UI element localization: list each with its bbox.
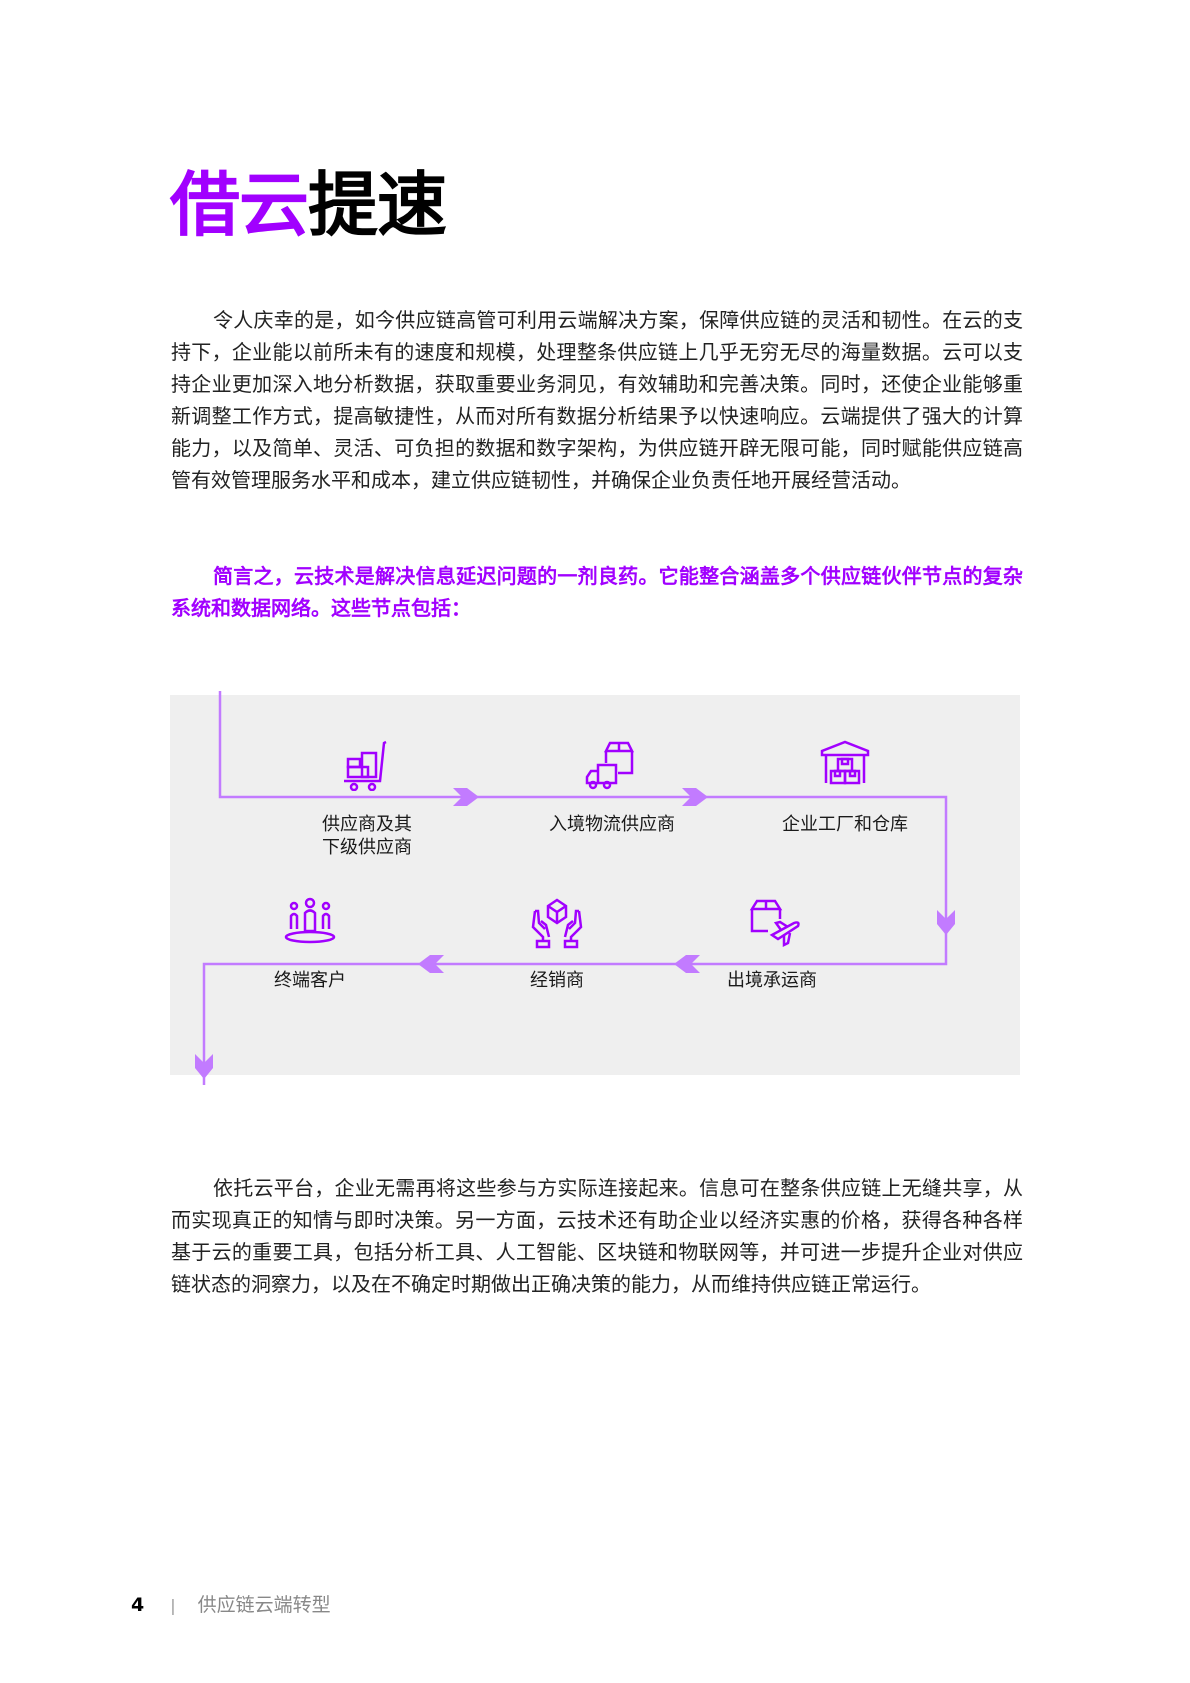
document-title: 供应链云端转型 xyxy=(197,1594,331,1616)
node-label-line: 下级供应商 xyxy=(322,837,412,858)
node-label-line: 供应商及其 xyxy=(322,814,412,835)
page-footer: 4 | 供应链云端转型 xyxy=(131,1592,331,1619)
hands-box-icon xyxy=(531,898,583,949)
node-label-suppliers: 供应商及其 下级供应商 xyxy=(322,813,412,859)
people-icon xyxy=(284,897,336,944)
node-label-line: 出境承运商 xyxy=(727,970,817,991)
cart-icon xyxy=(344,740,387,791)
node-label-line: 经销商 xyxy=(530,970,584,991)
warehouse-icon xyxy=(820,740,870,785)
node-label-outbound-carrier: 出境承运商 xyxy=(727,969,817,992)
node-label-line: 终端客户 xyxy=(274,970,346,991)
node-label-line: 企业工厂和仓库 xyxy=(782,814,908,835)
supply-chain-diagram: 供应商及其 下级供应商 入境物流供应商 企业工厂和仓库 xyxy=(170,691,1020,1085)
title-rest: 提速 xyxy=(308,164,447,246)
truck-box-icon xyxy=(585,741,635,790)
highlight-paragraph: 简言之，云技术是解决信息延迟问题的一剂良药。它能整合涵盖多个供应链伙伴节点的复杂… xyxy=(171,564,1023,620)
intro-paragraph: 令人庆幸的是，如今供应链高管可利用云端解决方案，保障供应链的灵活和韧性。在云的支… xyxy=(171,308,1023,492)
flow-lines xyxy=(195,691,955,1085)
node-label-end-customer: 终端客户 xyxy=(274,969,346,992)
box-plane-icon xyxy=(749,899,800,948)
footer-separator: | xyxy=(170,1596,176,1615)
closing-paragraph: 依托云平台，企业无需再将这些参与方实际连接起来。信息可在整条供应链上无缝共享，从… xyxy=(171,1176,1023,1296)
page-number: 4 xyxy=(131,1594,145,1616)
node-label-factory-warehouse: 企业工厂和仓库 xyxy=(782,813,908,836)
node-label-dealer: 经销商 xyxy=(530,969,584,992)
node-label-inbound-logistics: 入境物流供应商 xyxy=(549,813,675,836)
title-accent: 借云 xyxy=(170,164,309,246)
page-title: 借云提速 xyxy=(170,160,447,250)
node-label-line: 入境物流供应商 xyxy=(549,814,675,835)
